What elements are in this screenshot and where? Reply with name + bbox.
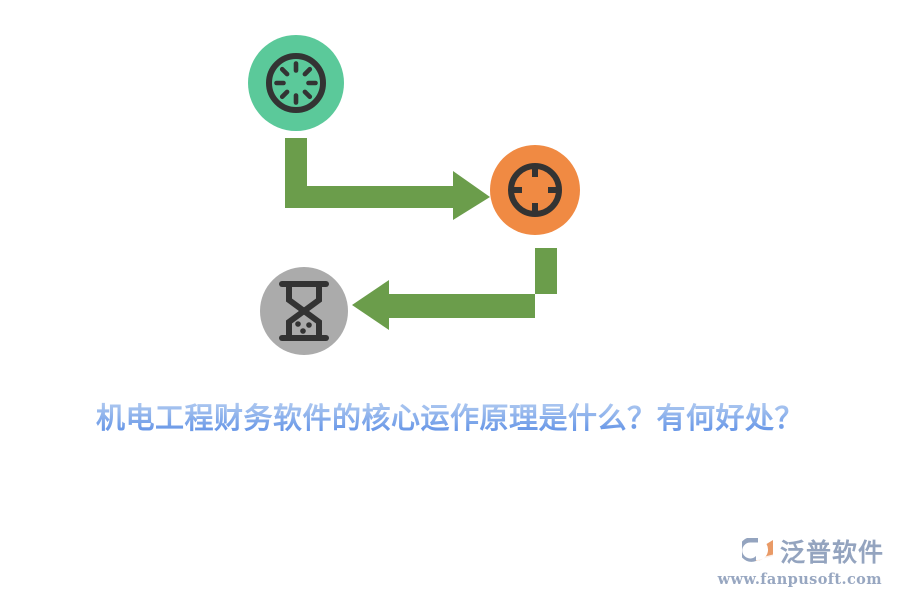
page-title: 机电工程财务软件的核心运作原理是什么？有何好处？ — [0, 396, 900, 440]
hourglass-icon — [275, 280, 333, 342]
target-crosshair-icon — [504, 159, 566, 221]
watermark-brand-name: 泛普软件 — [779, 538, 884, 567]
watermark-url: www.fanpusoft.com — [717, 571, 882, 588]
node-loading-badge — [248, 35, 344, 131]
connector-target-to-hourglass — [352, 248, 557, 338]
connector-loading-to-target — [285, 138, 490, 220]
loading-spinner-icon — [263, 50, 329, 116]
watermark-brand-row: 泛普软件 — [739, 536, 884, 569]
node-target-badge — [490, 145, 580, 235]
fanpu-logo-icon — [739, 536, 776, 569]
watermark: 泛普软件 www.fanpusoft.com — [718, 536, 884, 588]
node-hourglass-badge — [260, 267, 348, 355]
